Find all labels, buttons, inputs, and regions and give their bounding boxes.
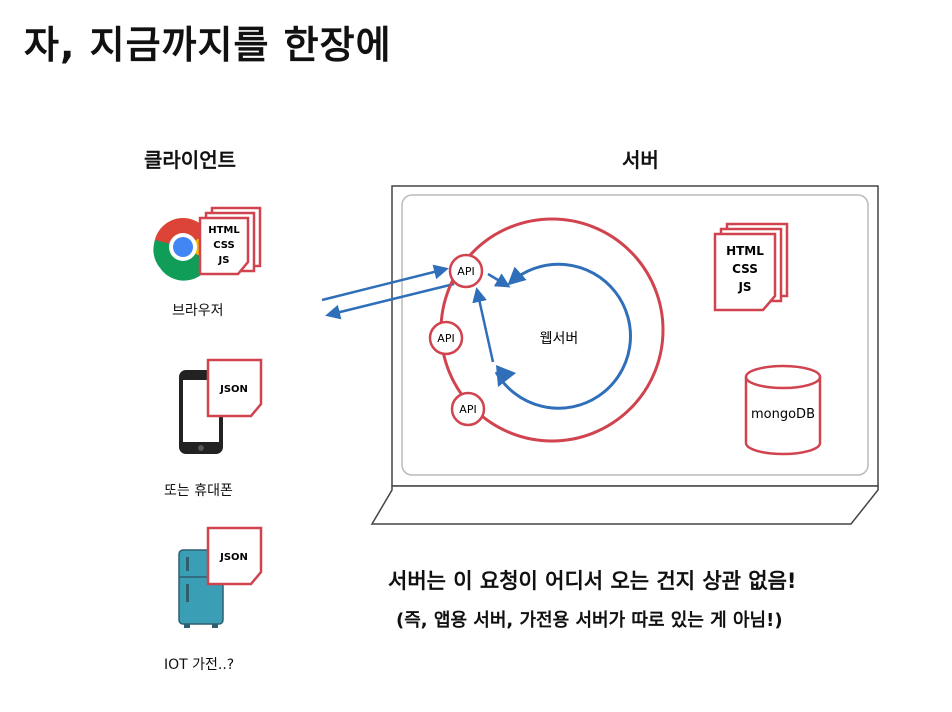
phone-label: 또는 휴대폰 xyxy=(164,483,233,499)
browser-doc-line-3: JS xyxy=(218,255,230,266)
browser-document-icon: HTML CSS JS xyxy=(198,206,262,276)
api-label-top: API xyxy=(457,265,474,278)
server-doc-line-1: HTML xyxy=(726,244,764,258)
db-label: mongoDB xyxy=(751,407,815,422)
webserver-cycle-arrow xyxy=(494,262,632,410)
summary-main: 서버는 이 요청이 어디서 오는 건지 상관 없음! xyxy=(388,569,797,593)
iot-label: IOT 가전..? xyxy=(164,657,235,673)
iot-doc-label: JSON xyxy=(219,552,248,563)
server-doc-line-3: JS xyxy=(737,280,751,294)
api-label-bottom: API xyxy=(459,403,476,416)
summary-sub: (즉, 앱용 서버, 가전용 서버가 따로 있는 게 아님!) xyxy=(396,610,783,631)
webserver-label: 웹서버 xyxy=(540,331,579,347)
database-icon: mongoDB xyxy=(744,364,822,456)
phone-doc-label: JSON xyxy=(219,384,248,395)
api-node-middle: API xyxy=(428,320,464,356)
server-heading: 서버 xyxy=(622,148,659,172)
browser-label: 브라우저 xyxy=(172,303,224,319)
browser-doc-line-2: CSS xyxy=(213,240,234,251)
chrome-icon xyxy=(153,218,214,281)
server-document-icon: HTML CSS JS xyxy=(713,222,789,312)
api-flow-arrows xyxy=(472,272,511,363)
server-doc-line-2: CSS xyxy=(732,262,758,276)
page-title: 자, 지금까지를 한장에 xyxy=(24,23,392,67)
api-node-top: API xyxy=(448,253,484,289)
api-label-middle: API xyxy=(437,332,454,345)
request-arrows xyxy=(321,264,455,320)
iot-document-icon: JSON xyxy=(206,526,263,586)
phone-document-icon: JSON xyxy=(206,358,263,418)
browser-doc-line-1: HTML xyxy=(208,225,240,236)
api-node-bottom: API xyxy=(450,391,486,427)
client-heading: 클라이언트 xyxy=(144,148,236,172)
